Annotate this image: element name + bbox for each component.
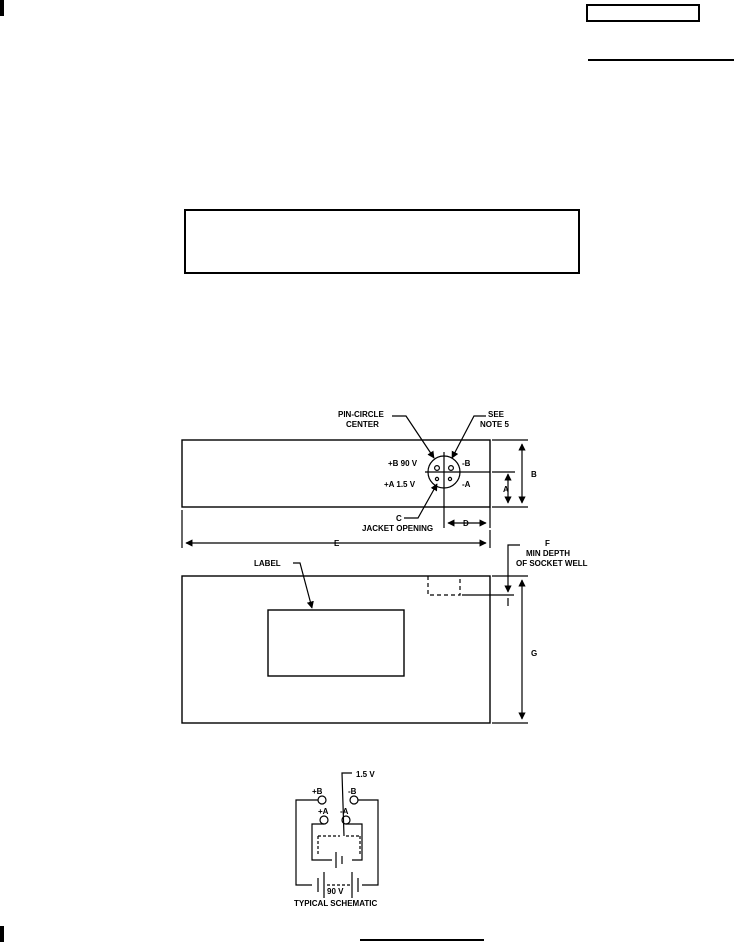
label-label: LABEL [254,559,281,568]
label-minus-b: -B [462,459,471,468]
dim-b: B [531,470,537,479]
sch-minus-b: -B [348,787,357,796]
footer-rule [360,939,484,941]
sch-plus-a: +A [318,807,329,816]
front-view-outline [181,575,491,724]
sch-90v: 90 V [327,887,344,896]
label-plus-a-15v: +A 1.5 V [384,480,416,489]
sch-1-5v: 1.5 V [356,770,375,779]
label-socket-well: OF SOCKET WELL [516,559,588,568]
dim-e: E [334,539,340,548]
dim-f: F [545,539,550,548]
dim-a: A [503,485,509,494]
label-jacket-opening: JACKET OPENING [362,524,433,533]
sch-title: TYPICAL SCHEMATIC [294,899,377,908]
title-box [184,209,580,274]
dim-g: G [531,649,537,658]
dim-d: D [463,519,469,528]
left-margin-bar-top [0,0,4,16]
label-min-depth: MIN DEPTH [526,549,570,558]
top-view-outline [181,439,491,508]
label-center: CENTER [346,420,379,429]
header-rule [588,59,734,61]
label-see: SEE [488,410,505,419]
header-number-box [586,4,700,22]
label-note-5: NOTE 5 [480,420,509,429]
label-c: C [396,514,402,523]
label-plus-b-90v: +B 90 V [388,459,418,468]
sch-plus-b: +B [312,787,323,796]
label-minus-a: -A [462,480,471,489]
left-margin-bar-bottom [0,926,4,942]
sch-minus-a: -A [340,807,349,816]
label-area [267,609,405,677]
label-pin-circle: PIN-CIRCLE [338,410,384,419]
